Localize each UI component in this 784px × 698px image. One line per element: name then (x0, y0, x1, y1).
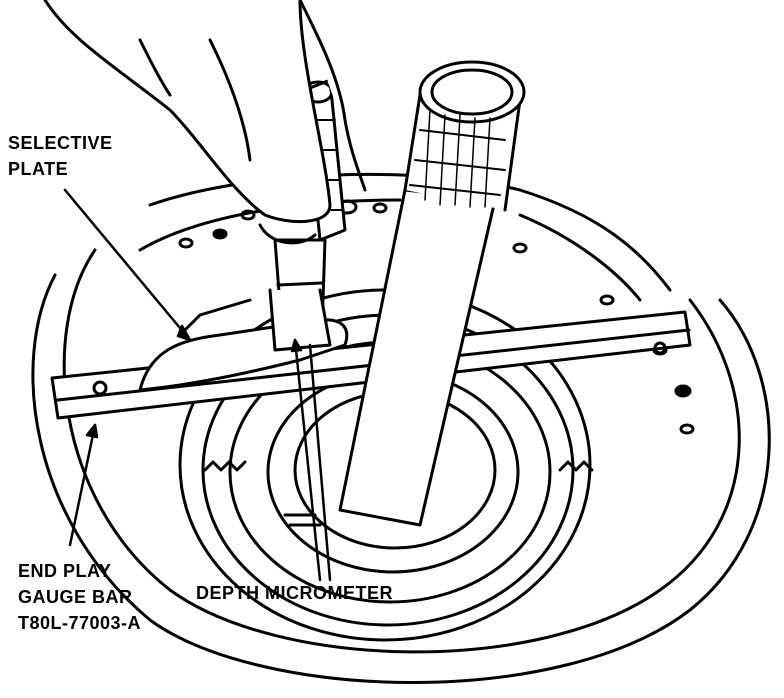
input-shaft (338, 60, 526, 527)
end-play-gauge-label-line1: END PLAY (18, 561, 112, 581)
hand-fingers (43, 0, 367, 245)
selective-plate-label-line2: PLATE (8, 159, 69, 179)
selective-plate-label-line1: SELECTIVE (8, 133, 113, 153)
depth-micrometer-label: DEPTH MICROMETER (196, 583, 393, 603)
bolt-holes (178, 199, 695, 435)
end-play-gauge-label-line3: T80L-77003-A (18, 613, 142, 633)
end-play-gauge-label-line2: GAUGE BAR (18, 587, 133, 607)
leader-lines (63, 188, 332, 582)
depth-micrometer (268, 78, 347, 352)
